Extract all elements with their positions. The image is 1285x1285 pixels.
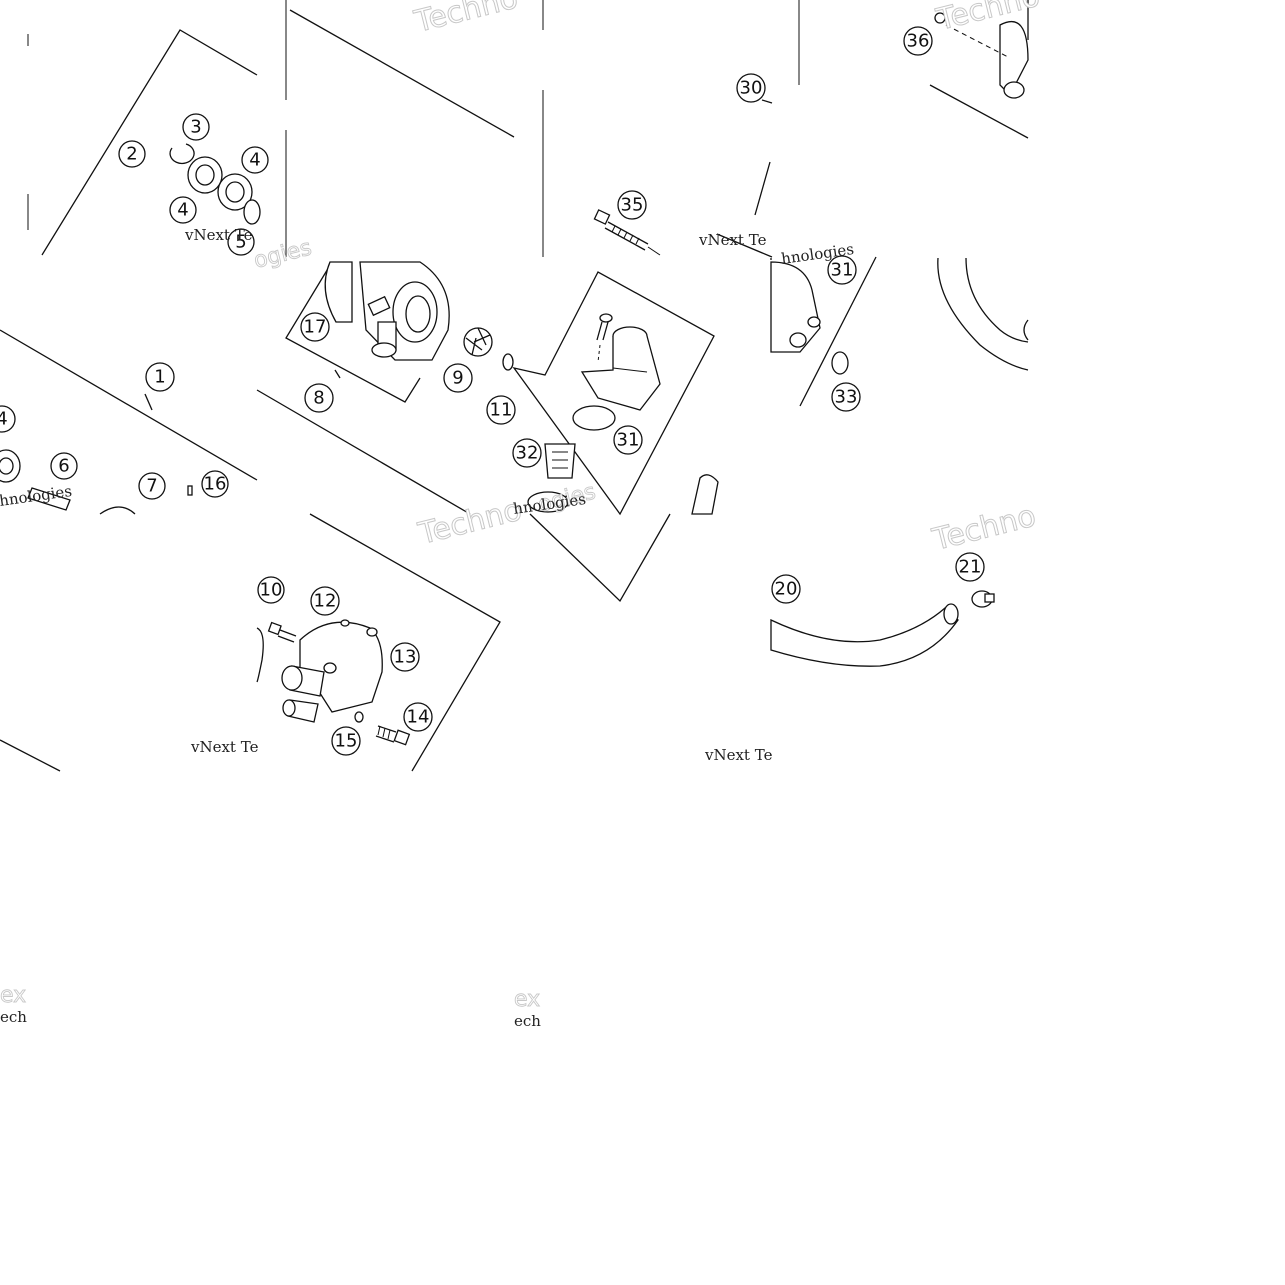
callout-30: 30 [736, 73, 766, 103]
pump-cover-part [281, 619, 383, 723]
bearing-part [187, 156, 261, 225]
callout-36: 36 [903, 26, 933, 56]
svg-text:31: 31 [617, 430, 640, 451]
callout-7: 7 [138, 472, 166, 500]
tile-bolt-35 [542, 0, 800, 258]
callout-9: 9 [443, 363, 473, 393]
svg-text:4: 4 [0, 409, 8, 430]
tile-pump-housing [256, 261, 493, 515]
callout-31: 31 [613, 425, 643, 455]
svg-text:33: 33 [835, 387, 858, 408]
callout-4: 4 [0, 405, 16, 433]
housing-cover-part [770, 261, 821, 353]
watermark: vNext Te [698, 231, 767, 249]
callout-5: 5 [227, 228, 255, 256]
shaft-part [27, 487, 71, 511]
watermark: Techno [928, 499, 1039, 558]
watermark: Techno [932, 0, 1043, 38]
callout-33: 33 [831, 382, 861, 412]
watermark: ogies [251, 235, 314, 273]
callout-31: 31 [827, 255, 857, 285]
circlip-part [169, 143, 195, 165]
bolt-part [375, 725, 411, 746]
svg-text:30: 30 [740, 78, 763, 99]
callout-4: 4 [241, 146, 269, 174]
callout-35: 35 [617, 190, 647, 220]
callout-15: 15 [331, 726, 361, 756]
svg-text:13: 13 [394, 647, 417, 668]
svg-text:6: 6 [58, 456, 69, 477]
svg-text:3: 3 [190, 117, 201, 138]
svg-text:14: 14 [407, 707, 430, 728]
callout-14: 14 [403, 702, 433, 732]
callout-3: 3 [182, 113, 210, 141]
callout-32: 32 [512, 438, 542, 468]
pump-housing-part [324, 261, 450, 361]
svg-text:9: 9 [452, 368, 463, 389]
watermark: ech [514, 1012, 541, 1030]
tile-hose [770, 590, 995, 667]
svg-text:7: 7 [146, 476, 157, 497]
svg-text:35: 35 [621, 195, 644, 216]
tile-thermostat [502, 271, 719, 516]
svg-text:17: 17 [304, 317, 327, 338]
svg-text:21: 21 [959, 557, 982, 578]
callout-10: 10 [257, 576, 285, 604]
watermark: ech [0, 1008, 27, 1026]
svg-text:5: 5 [235, 232, 246, 253]
hose-part [770, 607, 959, 667]
watermark: vNext Te [704, 746, 773, 764]
svg-text:10: 10 [260, 580, 283, 601]
impeller-part [463, 327, 493, 357]
tile-empty-1 [0, 739, 61, 772]
bolt-part [267, 621, 297, 643]
watermark: ex [0, 983, 26, 1008]
callout-6: 6 [50, 452, 78, 480]
screw-part [596, 313, 613, 341]
hose-part [691, 474, 719, 515]
callout-4: 4 [169, 196, 197, 224]
svg-text:8: 8 [313, 388, 324, 409]
svg-text:12: 12 [314, 591, 337, 612]
svg-text:15: 15 [335, 731, 358, 752]
watermark: ex [514, 987, 540, 1012]
callout-11: 11 [486, 395, 516, 425]
tile-cover-36 [929, 0, 1029, 139]
svg-text:20: 20 [775, 579, 798, 600]
svg-text:16: 16 [204, 474, 227, 495]
callout-12: 12 [310, 586, 340, 616]
svg-text:31: 31 [831, 260, 854, 281]
callout-16: 16 [201, 470, 229, 498]
svg-text:36: 36 [907, 31, 930, 52]
tile-water-cover [256, 513, 501, 772]
callout-21: 21 [955, 552, 985, 582]
callout-17: 17 [300, 312, 330, 342]
hose-clamp-part [971, 590, 995, 608]
svg-text:4: 4 [249, 150, 260, 171]
svg-text:4: 4 [177, 200, 188, 221]
tile-housing-top [285, 0, 515, 257]
svg-text:1: 1 [154, 367, 165, 388]
tile-empty-2 [529, 513, 671, 603]
svg-text:2: 2 [126, 144, 137, 165]
svg-text:32: 32 [516, 443, 539, 464]
bolt-part [593, 209, 649, 251]
thermostat-cover-part [580, 326, 661, 411]
o-ring-part [572, 405, 616, 431]
tile-bearings [27, 29, 261, 256]
tile-hose-cover [770, 256, 1029, 407]
tile-shaft [0, 329, 258, 515]
callout-2: 2 [118, 140, 146, 168]
thermostat-part [544, 443, 576, 479]
svg-text:11: 11 [490, 400, 513, 421]
callout-8: 8 [304, 383, 334, 413]
watermark: vNext Te [184, 226, 253, 244]
callout-13: 13 [390, 642, 420, 672]
watermark: vNext Te [190, 738, 259, 756]
watermark: Techno [414, 493, 525, 552]
callout-20: 20 [771, 574, 801, 604]
callout-1: 1 [145, 362, 175, 392]
watermark: Techno [410, 0, 521, 40]
